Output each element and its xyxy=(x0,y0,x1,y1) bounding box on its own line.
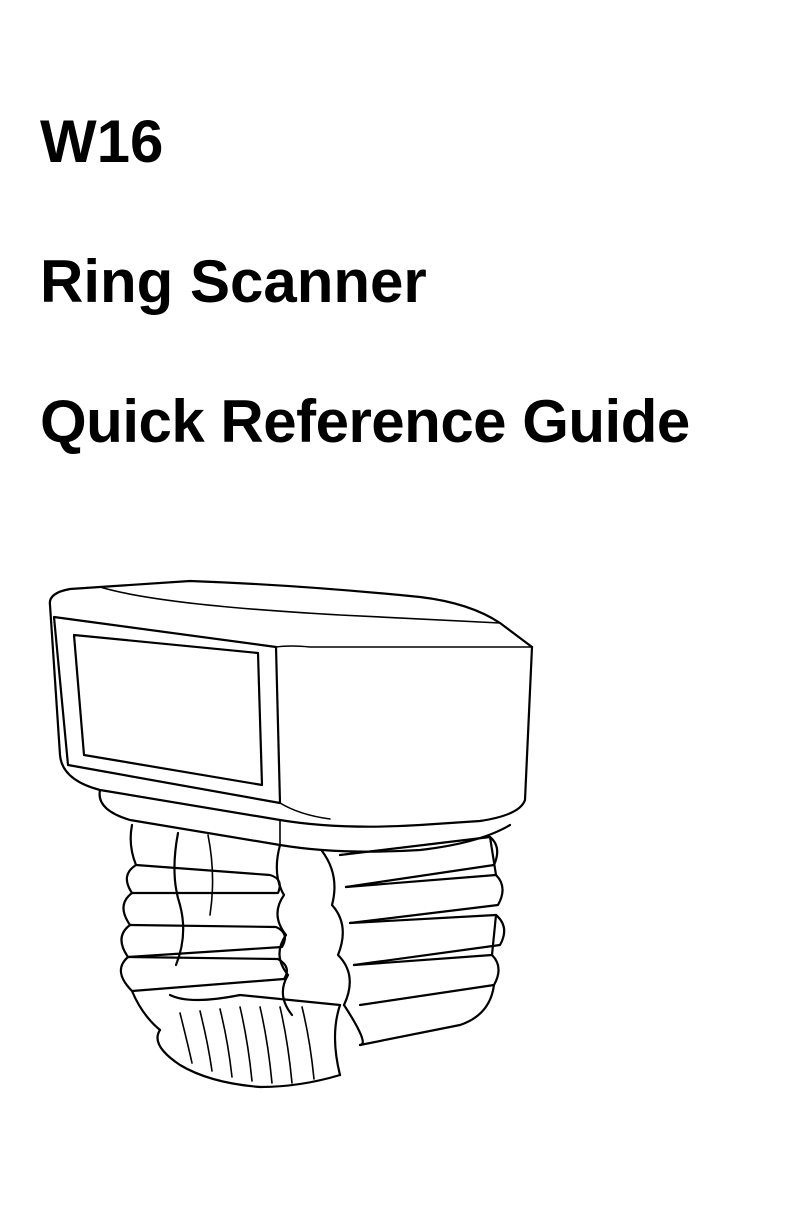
product-title: Ring Scanner xyxy=(40,252,427,312)
guide-title: Quick Reference Guide xyxy=(40,392,690,452)
ring-scanner-illustration xyxy=(40,575,550,1095)
model-title: W16 xyxy=(40,112,163,172)
ring-scanner-line-drawing-icon xyxy=(40,575,550,1095)
